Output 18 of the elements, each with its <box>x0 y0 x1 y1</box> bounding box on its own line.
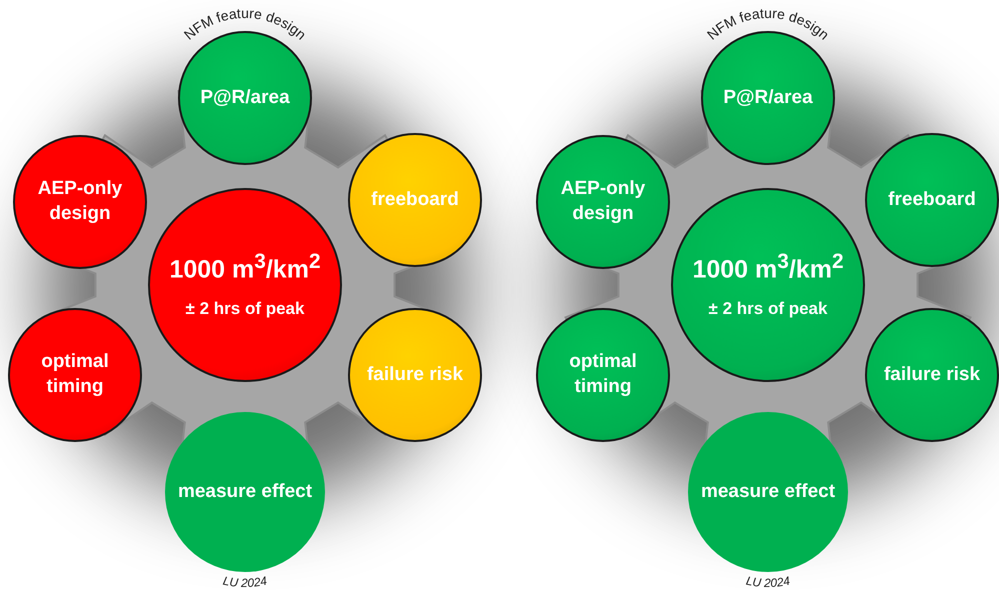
node-text: failure risk <box>882 362 982 387</box>
node-text: freeboard <box>887 188 977 212</box>
node-text: ± 2 hrs of peak <box>708 298 828 320</box>
node-text: P@R/area <box>722 86 814 110</box>
node-text: failure risk <box>366 362 464 387</box>
node-text: optimal timing <box>568 350 638 399</box>
node-text: measure effect <box>176 480 314 504</box>
node-text: 1000 m$^{3}$/km$^{2}$ <box>168 249 322 286</box>
arc-caption: LU 2024 <box>222 574 268 590</box>
node-text: freeboard <box>370 188 460 212</box>
node-text: ± 2 hrs of peak <box>184 298 306 320</box>
node-text: optimal timing <box>40 350 110 399</box>
node-text: AEP-only design <box>36 177 124 226</box>
node-text: 1000 m$^{3}$/km$^{2}$ <box>691 249 845 286</box>
node-text: AEP-only design <box>560 177 646 226</box>
node-text: measure effect <box>700 480 836 504</box>
arc-caption: LU 2024 <box>744 574 792 590</box>
node-text: P@R/area <box>199 86 291 110</box>
